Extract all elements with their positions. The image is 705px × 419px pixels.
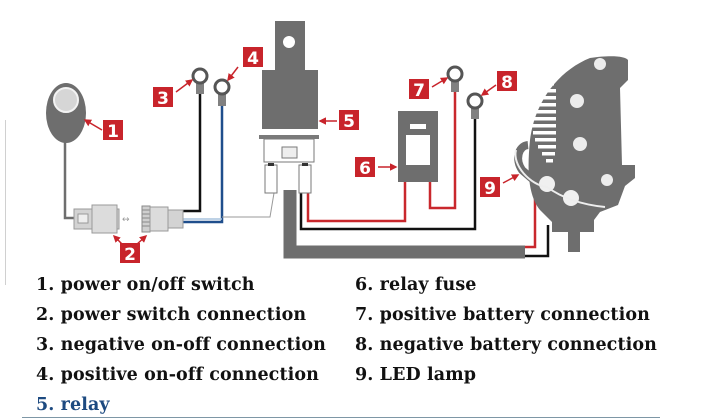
lamp-bolt-icon bbox=[563, 190, 579, 206]
wire-relay-fuse bbox=[306, 182, 407, 223]
callout-arrows bbox=[83, 66, 520, 246]
legend-item-7: 7. positive battery connection bbox=[355, 305, 650, 325]
relay-mount-hole-icon bbox=[283, 36, 295, 48]
power-switch bbox=[46, 83, 86, 143]
callout-number: 2 bbox=[124, 245, 136, 265]
lamp-bolt-icon bbox=[573, 137, 587, 151]
callout-number: 9 bbox=[484, 179, 496, 199]
switch-button-icon bbox=[53, 87, 79, 113]
wire-relay-negative bbox=[299, 114, 477, 231]
lamp-bolt-icon bbox=[570, 94, 584, 108]
wire-lamp-black bbox=[525, 225, 550, 258]
callout-badge-7: 7 bbox=[409, 79, 429, 101]
lamp-bolt-icon bbox=[601, 174, 613, 186]
negative-switch-terminal bbox=[191, 67, 209, 94]
wires bbox=[63, 85, 550, 259]
callout-badge-1: 1 bbox=[103, 120, 123, 142]
wire-lamp-red bbox=[525, 180, 537, 249]
legend-item-2: 2. power switch connection bbox=[36, 305, 307, 325]
callout-number: 6 bbox=[359, 159, 371, 179]
harness-main bbox=[283, 190, 525, 259]
wire-positive-switch bbox=[183, 100, 224, 224]
connector-female bbox=[73, 204, 120, 234]
connector-male bbox=[141, 205, 184, 233]
callout-number: 3 bbox=[157, 89, 169, 109]
legend-item-4: 4. positive on-off connection bbox=[36, 365, 319, 385]
wire-signal bbox=[222, 192, 275, 218]
legend-item-1: 1. power on/off switch bbox=[36, 275, 255, 295]
bottom-divider bbox=[22, 417, 660, 418]
switch-connector: ↔ bbox=[73, 204, 184, 234]
callout-badge-4: 4 bbox=[243, 47, 263, 69]
callout-number: 8 bbox=[501, 73, 513, 93]
callout-number: 5 bbox=[343, 112, 355, 132]
wire-fuse-positive bbox=[428, 85, 457, 210]
legend-item-6: 6. relay fuse bbox=[355, 275, 477, 295]
heatsink-fins-icon bbox=[531, 82, 556, 163]
negative-battery-terminal bbox=[466, 92, 484, 119]
switch-cable bbox=[63, 140, 74, 220]
wiring-diagram: ↔ bbox=[46, 21, 635, 265]
connect-arrows-icon: ↔ bbox=[122, 215, 130, 225]
left-border-line bbox=[5, 120, 6, 285]
lamp-bolt-icon bbox=[594, 58, 606, 70]
callout-badge-5: 5 bbox=[339, 110, 359, 132]
legend-item-3: 3. negative on-off connection bbox=[36, 335, 326, 355]
wire-negative-switch bbox=[183, 92, 202, 213]
legend-item-8: 8. negative battery connection bbox=[355, 335, 657, 355]
relay-fuse bbox=[398, 111, 438, 182]
callout-badge-9: 9 bbox=[480, 177, 500, 199]
relay bbox=[259, 21, 319, 194]
callout-number: 1 bbox=[107, 122, 119, 142]
legend-item-9: 9. LED lamp bbox=[355, 365, 477, 385]
callout-number: 7 bbox=[413, 81, 425, 101]
led-lamp bbox=[514, 56, 635, 252]
lamp-bolt-icon bbox=[539, 176, 555, 192]
positive-switch-terminal bbox=[213, 78, 231, 106]
positive-battery-terminal bbox=[446, 65, 464, 92]
legend: 1. power on/off switch 2. power switch c… bbox=[0, 270, 705, 419]
legend-item-5: 5. relay bbox=[36, 395, 110, 415]
callout-number: 4 bbox=[247, 49, 259, 69]
callout-badge-2: 2 bbox=[120, 243, 140, 265]
callout-badge-6: 6 bbox=[355, 157, 375, 179]
callout-badge-8: 8 bbox=[497, 71, 517, 93]
callout-badge-3: 3 bbox=[153, 87, 173, 109]
